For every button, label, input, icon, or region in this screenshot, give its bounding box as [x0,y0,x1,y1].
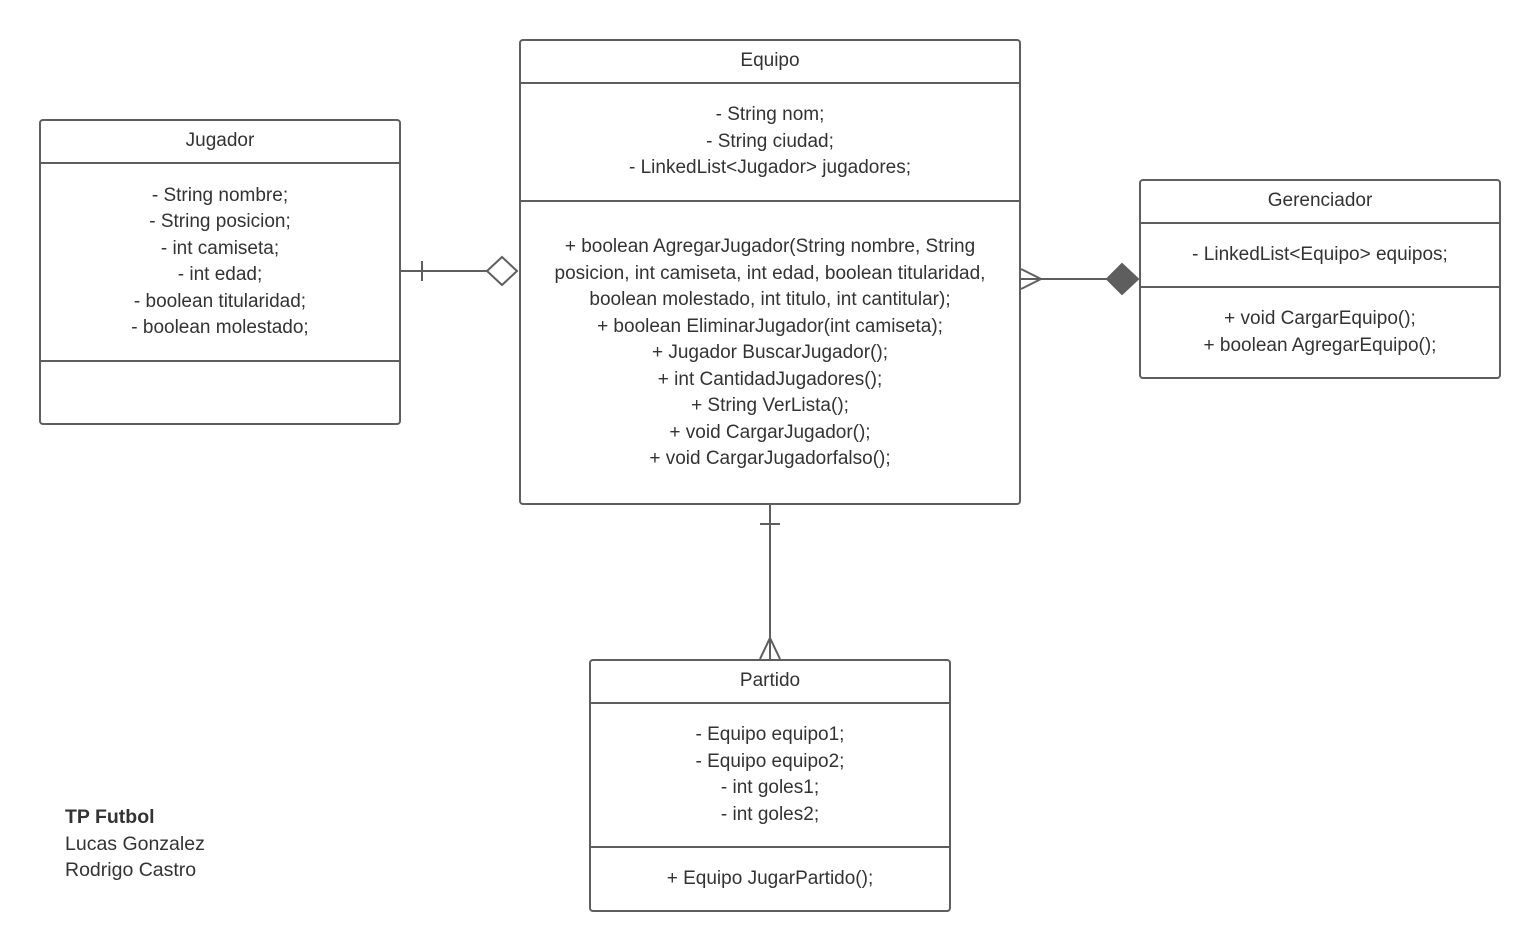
operation: + void CargarJugador(); [669,421,871,443]
operations-compartment: + Equipo JugarPartido(); [591,848,949,910]
operation: + void CargarEquipo(); [1224,308,1416,329]
class-name-text: Gerenciador [1267,190,1373,212]
attribute: - String nom; [715,104,825,126]
operations-compartment: + void CargarEquipo(); + boolean Agregar… [1141,288,1499,377]
attribute: - String nombre; [151,184,289,206]
class-name: Gerenciador [1141,181,1499,224]
attributes-compartment: - Equipo equipo1; - Equipo equipo2; - in… [591,704,949,848]
jugador-equipo-aggregation [401,255,519,287]
operation: + void CargarJugadorfalso(); [649,448,891,470]
attribute: - int goles2; [720,803,820,825]
attribute: - String ciudad; [706,130,834,152]
equipo-partido-association [759,505,781,660]
attribute: - int camiseta; [160,237,280,259]
class-gerenciador[interactable]: Gerenciador - LinkedList<Equipo> equipos… [1139,179,1501,379]
class-equipo[interactable]: Equipo - String nom; - String ciudad; - … [519,39,1021,505]
operation: + boolean AgregarEquipo(); [1203,334,1437,356]
operations-compartment [41,362,399,423]
composition-diamond [1105,262,1140,296]
class-name-text: Equipo [740,50,800,72]
class-name-text: Partido [739,670,801,692]
many-crowfoot-mark [759,635,781,660]
operation: + int CantidadJugadores(); [657,368,883,390]
credits-title: TP Futbol [65,806,155,828]
class-name-text: Jugador [185,130,255,152]
operation: + Jugador BuscarJugador(); [651,342,889,364]
operation: + boolean AgregarJugador(String nombre, … [554,236,986,311]
attributes-compartment: - String nombre; - String posicion; - in… [41,164,399,362]
aggregation-diamond [485,255,519,287]
operation: + boolean EliminarJugador(int camiseta); [597,315,943,337]
class-name: Jugador [41,121,399,164]
attributes-compartment: - String nom; - String ciudad; - LinkedL… [521,84,1019,202]
equipo-gerenciador-composition [1020,262,1140,296]
attribute: - Equipo equipo2; [695,750,845,772]
class-partido[interactable]: Partido - Equipo equipo1; - Equipo equip… [589,659,951,912]
class-jugador[interactable]: Jugador - String nombre; - String posici… [39,119,401,425]
operation: + String VerLista(); [691,395,849,417]
attribute: - int goles1; [720,777,820,798]
attribute: - Equipo equipo1; [695,724,845,745]
attribute: - LinkedList<Jugador> jugadores; [628,157,912,179]
attribute: - LinkedList<Equipo> equipos; [1192,243,1448,265]
class-name: Partido [591,661,949,704]
attribute: - boolean molestado; [131,317,309,338]
class-name: Equipo [521,41,1019,84]
operations-compartment: + boolean AgregarJugador(String nombre, … [521,202,1019,503]
many-crowfoot-mark [1020,268,1044,290]
attribute: - String posicion; [149,211,291,232]
credits-author: Lucas Gonzalez [65,832,205,855]
attribute: - boolean titularidad; [133,290,307,312]
attributes-compartment: - LinkedList<Equipo> equipos; [1141,224,1499,288]
operation: + Equipo JugarPartido(); [666,867,874,889]
credits-block: TP Futbol Lucas Gonzalez Rodrigo Castro [65,804,205,884]
attribute: - int edad; [177,264,263,285]
credits-author: Rodrigo Castro [65,859,197,881]
